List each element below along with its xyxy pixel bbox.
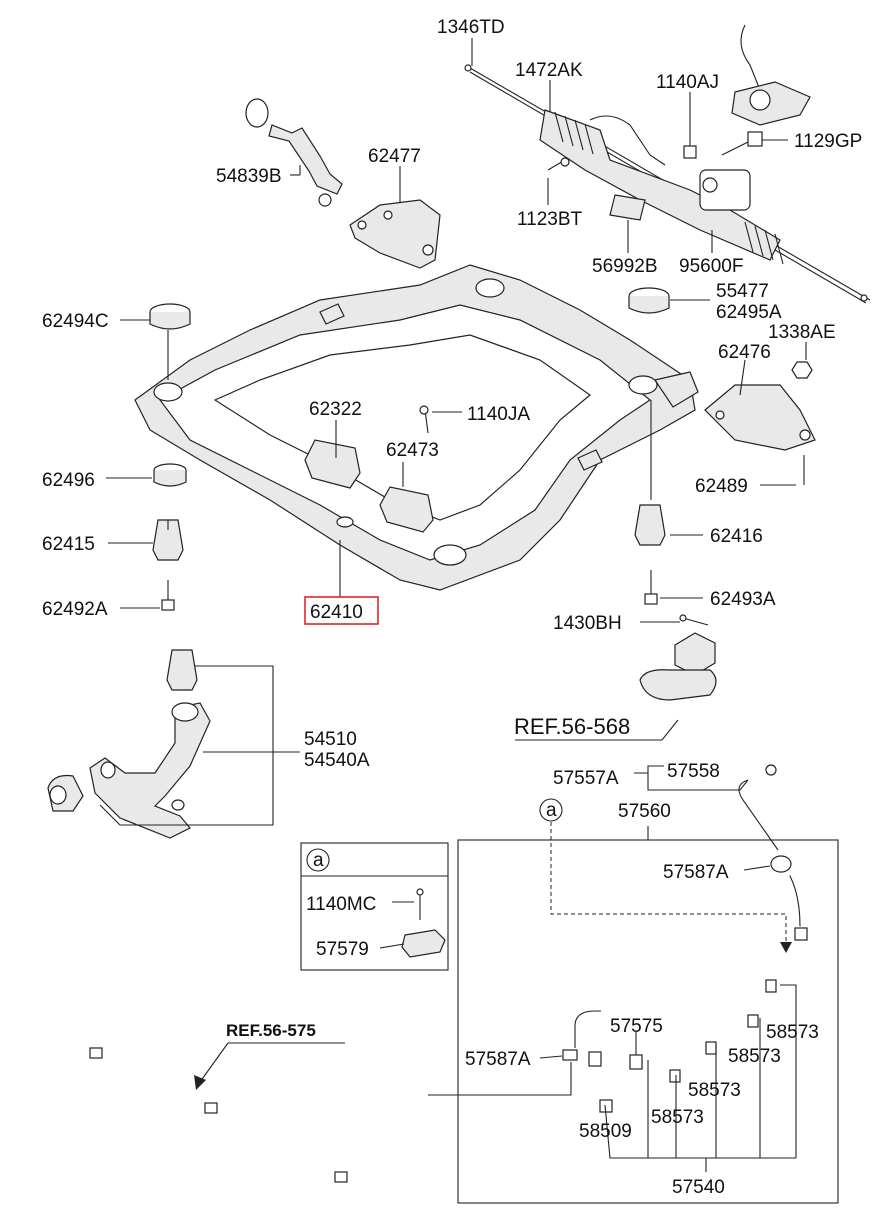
bushings-right: [628, 287, 816, 605]
label-54510[interactable]: 54510: [304, 729, 357, 750]
label-ref-56-568[interactable]: REF.56-568: [514, 714, 630, 739]
label-1123BT[interactable]: 1123BT: [517, 209, 583, 230]
label-54540A[interactable]: 54540A: [304, 750, 370, 771]
label-58509[interactable]: 58509: [579, 1121, 632, 1142]
label-1472AK[interactable]: 1472AK: [515, 60, 583, 81]
steering-gear-assembly: [464, 24, 871, 304]
label-62415[interactable]: 62415: [42, 534, 95, 555]
bracket-62477: [349, 199, 441, 269]
circle-a-box-marker: a: [313, 850, 324, 871]
label-62494C[interactable]: 62494C: [42, 311, 109, 332]
subframe-crossmember: [134, 264, 699, 591]
label-57540[interactable]: 57540: [672, 1177, 725, 1198]
label-62476[interactable]: 62476: [718, 342, 771, 363]
label-62477[interactable]: 62477: [368, 146, 421, 167]
label-58573-d[interactable]: 58573: [651, 1107, 704, 1128]
label-57557A[interactable]: 57557A: [553, 768, 619, 789]
label-1338AE[interactable]: 1338AE: [768, 322, 836, 343]
leader-lines: [99, 38, 807, 1172]
hoses: [562, 764, 808, 1113]
label-54839B[interactable]: 54839B: [216, 166, 282, 187]
label-58573-b[interactable]: 58573: [728, 1046, 781, 1067]
label-58573-c[interactable]: 58573: [688, 1080, 741, 1101]
label-57560[interactable]: 57560: [618, 801, 671, 822]
label-1430BH[interactable]: 1430BH: [553, 613, 622, 634]
stabilizer-link: [245, 98, 343, 207]
label-62416[interactable]: 62416: [710, 526, 763, 547]
part-labels: 1346TD 1472AK 1140AJ 1129GP 54839B 62477…: [42, 17, 862, 1198]
circle-a-marker: a: [546, 800, 557, 821]
label-1140MC[interactable]: 1140MC: [306, 894, 376, 915]
bushings-left: [149, 303, 191, 611]
label-62410[interactable]: 62410: [310, 602, 363, 623]
label-55477[interactable]: 55477: [716, 281, 769, 302]
lower-arm: [47, 649, 211, 839]
tie-rod-end: [639, 614, 717, 701]
label-1346TD[interactable]: 1346TD: [437, 17, 505, 38]
label-62493A[interactable]: 62493A: [710, 589, 776, 610]
label-57587A-lower[interactable]: 57587A: [465, 1049, 531, 1070]
label-62473[interactable]: 62473: [386, 440, 439, 461]
detail-box-a: [300, 842, 449, 971]
label-62495A[interactable]: 62495A: [716, 302, 782, 323]
ref-pipe: [77, 937, 446, 1183]
label-62492A[interactable]: 62492A: [42, 599, 108, 620]
label-56992B[interactable]: 56992B: [592, 256, 658, 277]
label-57558[interactable]: 57558: [667, 761, 720, 782]
label-ref-56-575[interactable]: REF.56-575: [226, 1021, 316, 1040]
label-1140AJ[interactable]: 1140AJ: [656, 72, 719, 93]
label-58573-a[interactable]: 58573: [766, 1022, 819, 1043]
label-57587A[interactable]: 57587A: [663, 862, 729, 883]
label-95600F[interactable]: 95600F: [679, 256, 743, 277]
hose-assembly-box: [428, 798, 839, 1204]
label-1129GP[interactable]: 1129GP: [794, 131, 862, 152]
label-57579[interactable]: 57579: [316, 939, 369, 960]
label-62496[interactable]: 62496: [42, 470, 95, 491]
label-57575[interactable]: 57575: [610, 1016, 663, 1037]
label-62489[interactable]: 62489: [695, 476, 748, 497]
label-1140JA[interactable]: 1140JA: [467, 404, 530, 425]
highlight-box-62410: [304, 596, 379, 625]
label-62322[interactable]: 62322: [309, 399, 362, 420]
